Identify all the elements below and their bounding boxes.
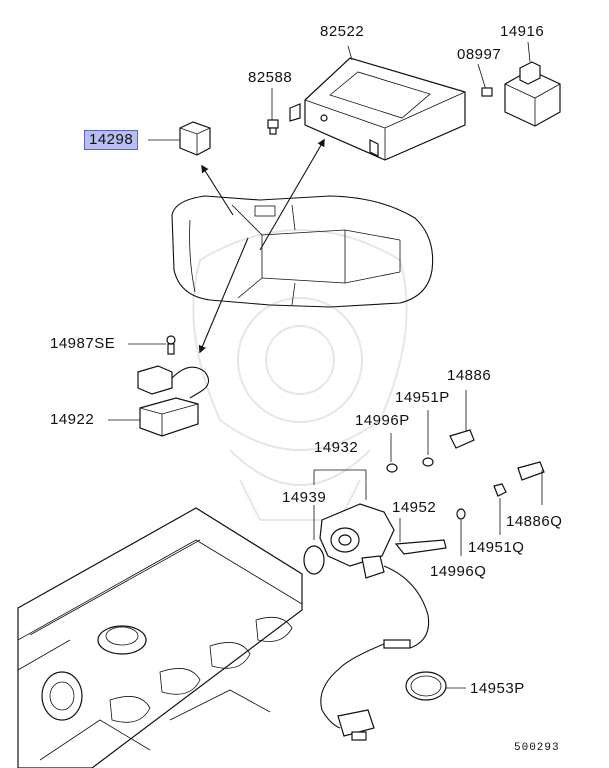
label-14951p[interactable]: 14951P bbox=[395, 389, 450, 406]
ecu-82522-drawing bbox=[289, 57, 466, 161]
label-14952[interactable]: 14952 bbox=[392, 499, 437, 516]
label-14953p[interactable]: 14953P bbox=[470, 680, 525, 697]
watermark-emblem bbox=[192, 229, 408, 521]
label-14298-highlighted[interactable]: 14298 bbox=[84, 130, 139, 150]
vehicle-outline bbox=[171, 195, 434, 308]
bolt-82588-drawing bbox=[267, 88, 279, 135]
sensor-14922-drawing bbox=[108, 365, 210, 437]
label-08997[interactable]: 08997 bbox=[457, 46, 502, 63]
label-14886[interactable]: 14886 bbox=[447, 367, 492, 384]
label-14932[interactable]: 14932 bbox=[314, 439, 359, 456]
label-82588[interactable]: 82588 bbox=[248, 69, 293, 86]
label-14987se[interactable]: 14987SE bbox=[50, 335, 116, 352]
location-arrows bbox=[198, 138, 325, 354]
label-14996p[interactable]: 14996P bbox=[355, 412, 410, 429]
sensor-14932-assembly-drawing bbox=[303, 469, 430, 741]
label-14916[interactable]: 14916 bbox=[500, 23, 545, 40]
engine-block-drawing bbox=[17, 507, 303, 768]
label-82522[interactable]: 82522 bbox=[320, 23, 365, 40]
label-14996q[interactable]: 14996Q bbox=[430, 563, 487, 580]
leader-82522 bbox=[347, 45, 353, 61]
label-14939[interactable]: 14939 bbox=[282, 489, 327, 506]
bracket-14952-drawing bbox=[394, 518, 447, 555]
relay-14916-drawing bbox=[504, 41, 561, 127]
hardware-right-drawing bbox=[386, 390, 545, 556]
screw-08997-drawing bbox=[477, 63, 493, 97]
label-14922[interactable]: 14922 bbox=[50, 411, 95, 428]
bolt-14987se-drawing bbox=[128, 335, 176, 355]
clamp-14953p-drawing bbox=[405, 671, 466, 701]
label-14886q[interactable]: 14886Q bbox=[506, 513, 563, 530]
label-14951q[interactable]: 14951Q bbox=[468, 539, 525, 556]
relay-14298-drawing bbox=[179, 121, 211, 156]
diagram-number: 500293 bbox=[514, 742, 560, 754]
